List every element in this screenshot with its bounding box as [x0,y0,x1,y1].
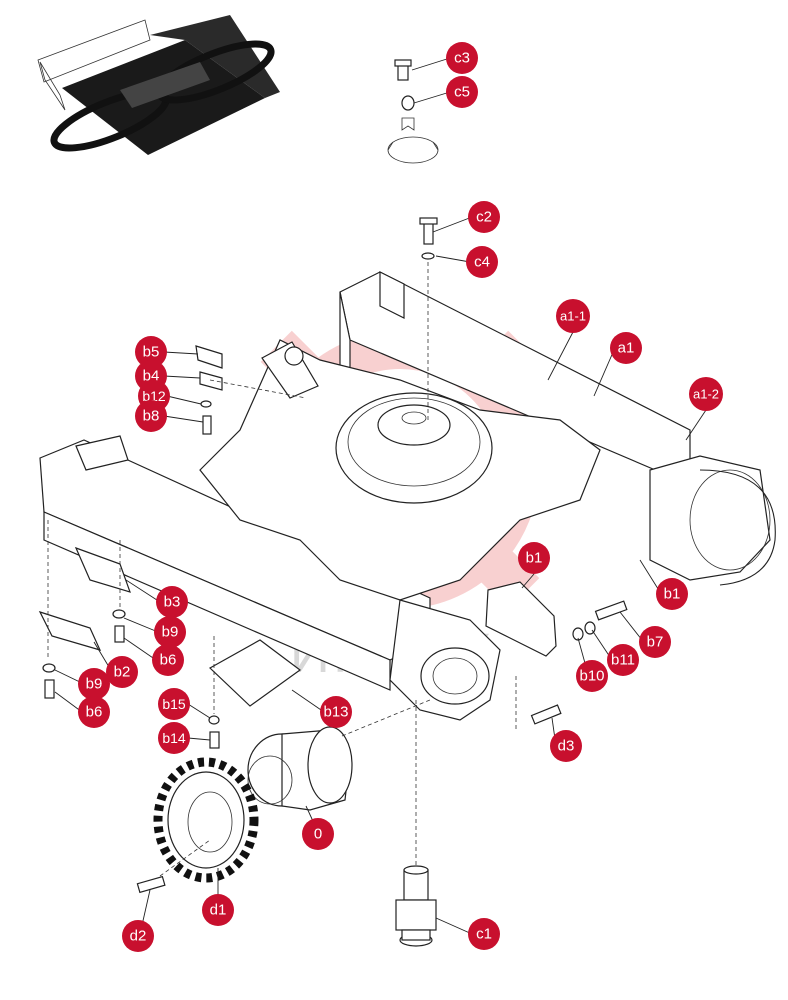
callout-b10[interactable]: b10 [576,660,608,692]
travel-motor [247,726,353,811]
callout-b14[interactable]: b14 [158,722,190,754]
callout-d1[interactable]: d1 [202,894,234,926]
callout-label: d1 [210,902,227,919]
callout-label: b7 [647,634,664,651]
callout-label: 0 [314,826,322,843]
callout-b1-motor[interactable]: b1 [656,578,688,610]
main-frame [39,271,776,721]
callout-label: b6 [160,652,177,669]
callout-b6-lower[interactable]: b6 [78,696,110,728]
callout-b5[interactable]: b5 [135,336,167,368]
callout-label: d3 [558,738,575,755]
callout-b13[interactable]: b13 [320,696,352,728]
callout-label: b5 [143,344,160,361]
callout-b6-upper[interactable]: b6 [152,644,184,676]
callout-label: b3 [164,594,181,611]
callout-c3[interactable]: c3 [446,42,478,74]
callout-label: c5 [454,84,470,101]
callout-label: b13 [323,704,348,721]
callout-c2[interactable]: c2 [468,201,500,233]
callout-b11[interactable]: b11 [607,644,639,676]
callout-b9-lower[interactable]: b9 [78,668,110,700]
callout-label: c2 [476,209,492,226]
callout-d3[interactable]: d3 [550,730,582,762]
callout-label: b6 [86,704,103,721]
callout-b2[interactable]: b2 [106,656,138,688]
callout-label: b10 [579,668,604,685]
overview-thumbnail [37,15,280,155]
callout-label: b1 [526,550,543,567]
callout-label: b2 [114,664,131,681]
callout-label: b9 [86,676,103,693]
callout-label: b8 [143,408,160,425]
callout-label: c4 [474,254,490,271]
callout-c1[interactable]: c1 [468,918,500,950]
callout-b7[interactable]: b7 [639,626,671,658]
callout-label: b15 [162,696,186,712]
callout-a1-2[interactable]: a1-2 [689,377,723,411]
callout-c4[interactable]: c4 [466,246,498,278]
callout-d2[interactable]: d2 [122,920,154,952]
callout-a1[interactable]: a1 [610,332,642,364]
callout-a1-1[interactable]: a1-1 [556,299,590,333]
callout-b9-upper[interactable]: b9 [154,616,186,648]
callout-label: c3 [454,50,470,67]
callout-label: b1 [664,586,681,603]
callout-label: c1 [476,926,492,943]
callout-label: a1 [618,340,635,357]
drive-sprocket [153,757,259,883]
callout-label: b9 [162,624,179,641]
swivel-joint [395,865,437,947]
callout-label: b11 [611,652,635,669]
callout-label: b12 [142,388,166,404]
fasteners [42,600,628,894]
callout-label: a1-1 [560,309,586,324]
callout-label: b14 [162,730,186,746]
bracket-parts [38,345,302,707]
leader-lines [54,57,707,935]
callout-b15[interactable]: b15 [158,688,190,720]
assembly-lines [47,262,517,877]
callout-b1-cover[interactable]: b1 [518,542,550,574]
callout-label: a1-2 [693,387,719,402]
rear-sprocket-right [699,469,776,586]
callout-b8[interactable]: b8 [135,400,167,432]
callout-label: d2 [130,928,147,945]
callout-zero[interactable]: 0 [302,818,334,850]
upper-swivel-parts [387,59,439,260]
callout-b3[interactable]: b3 [156,586,188,618]
callout-c5[interactable]: c5 [446,76,478,108]
cover-plate [485,581,557,657]
